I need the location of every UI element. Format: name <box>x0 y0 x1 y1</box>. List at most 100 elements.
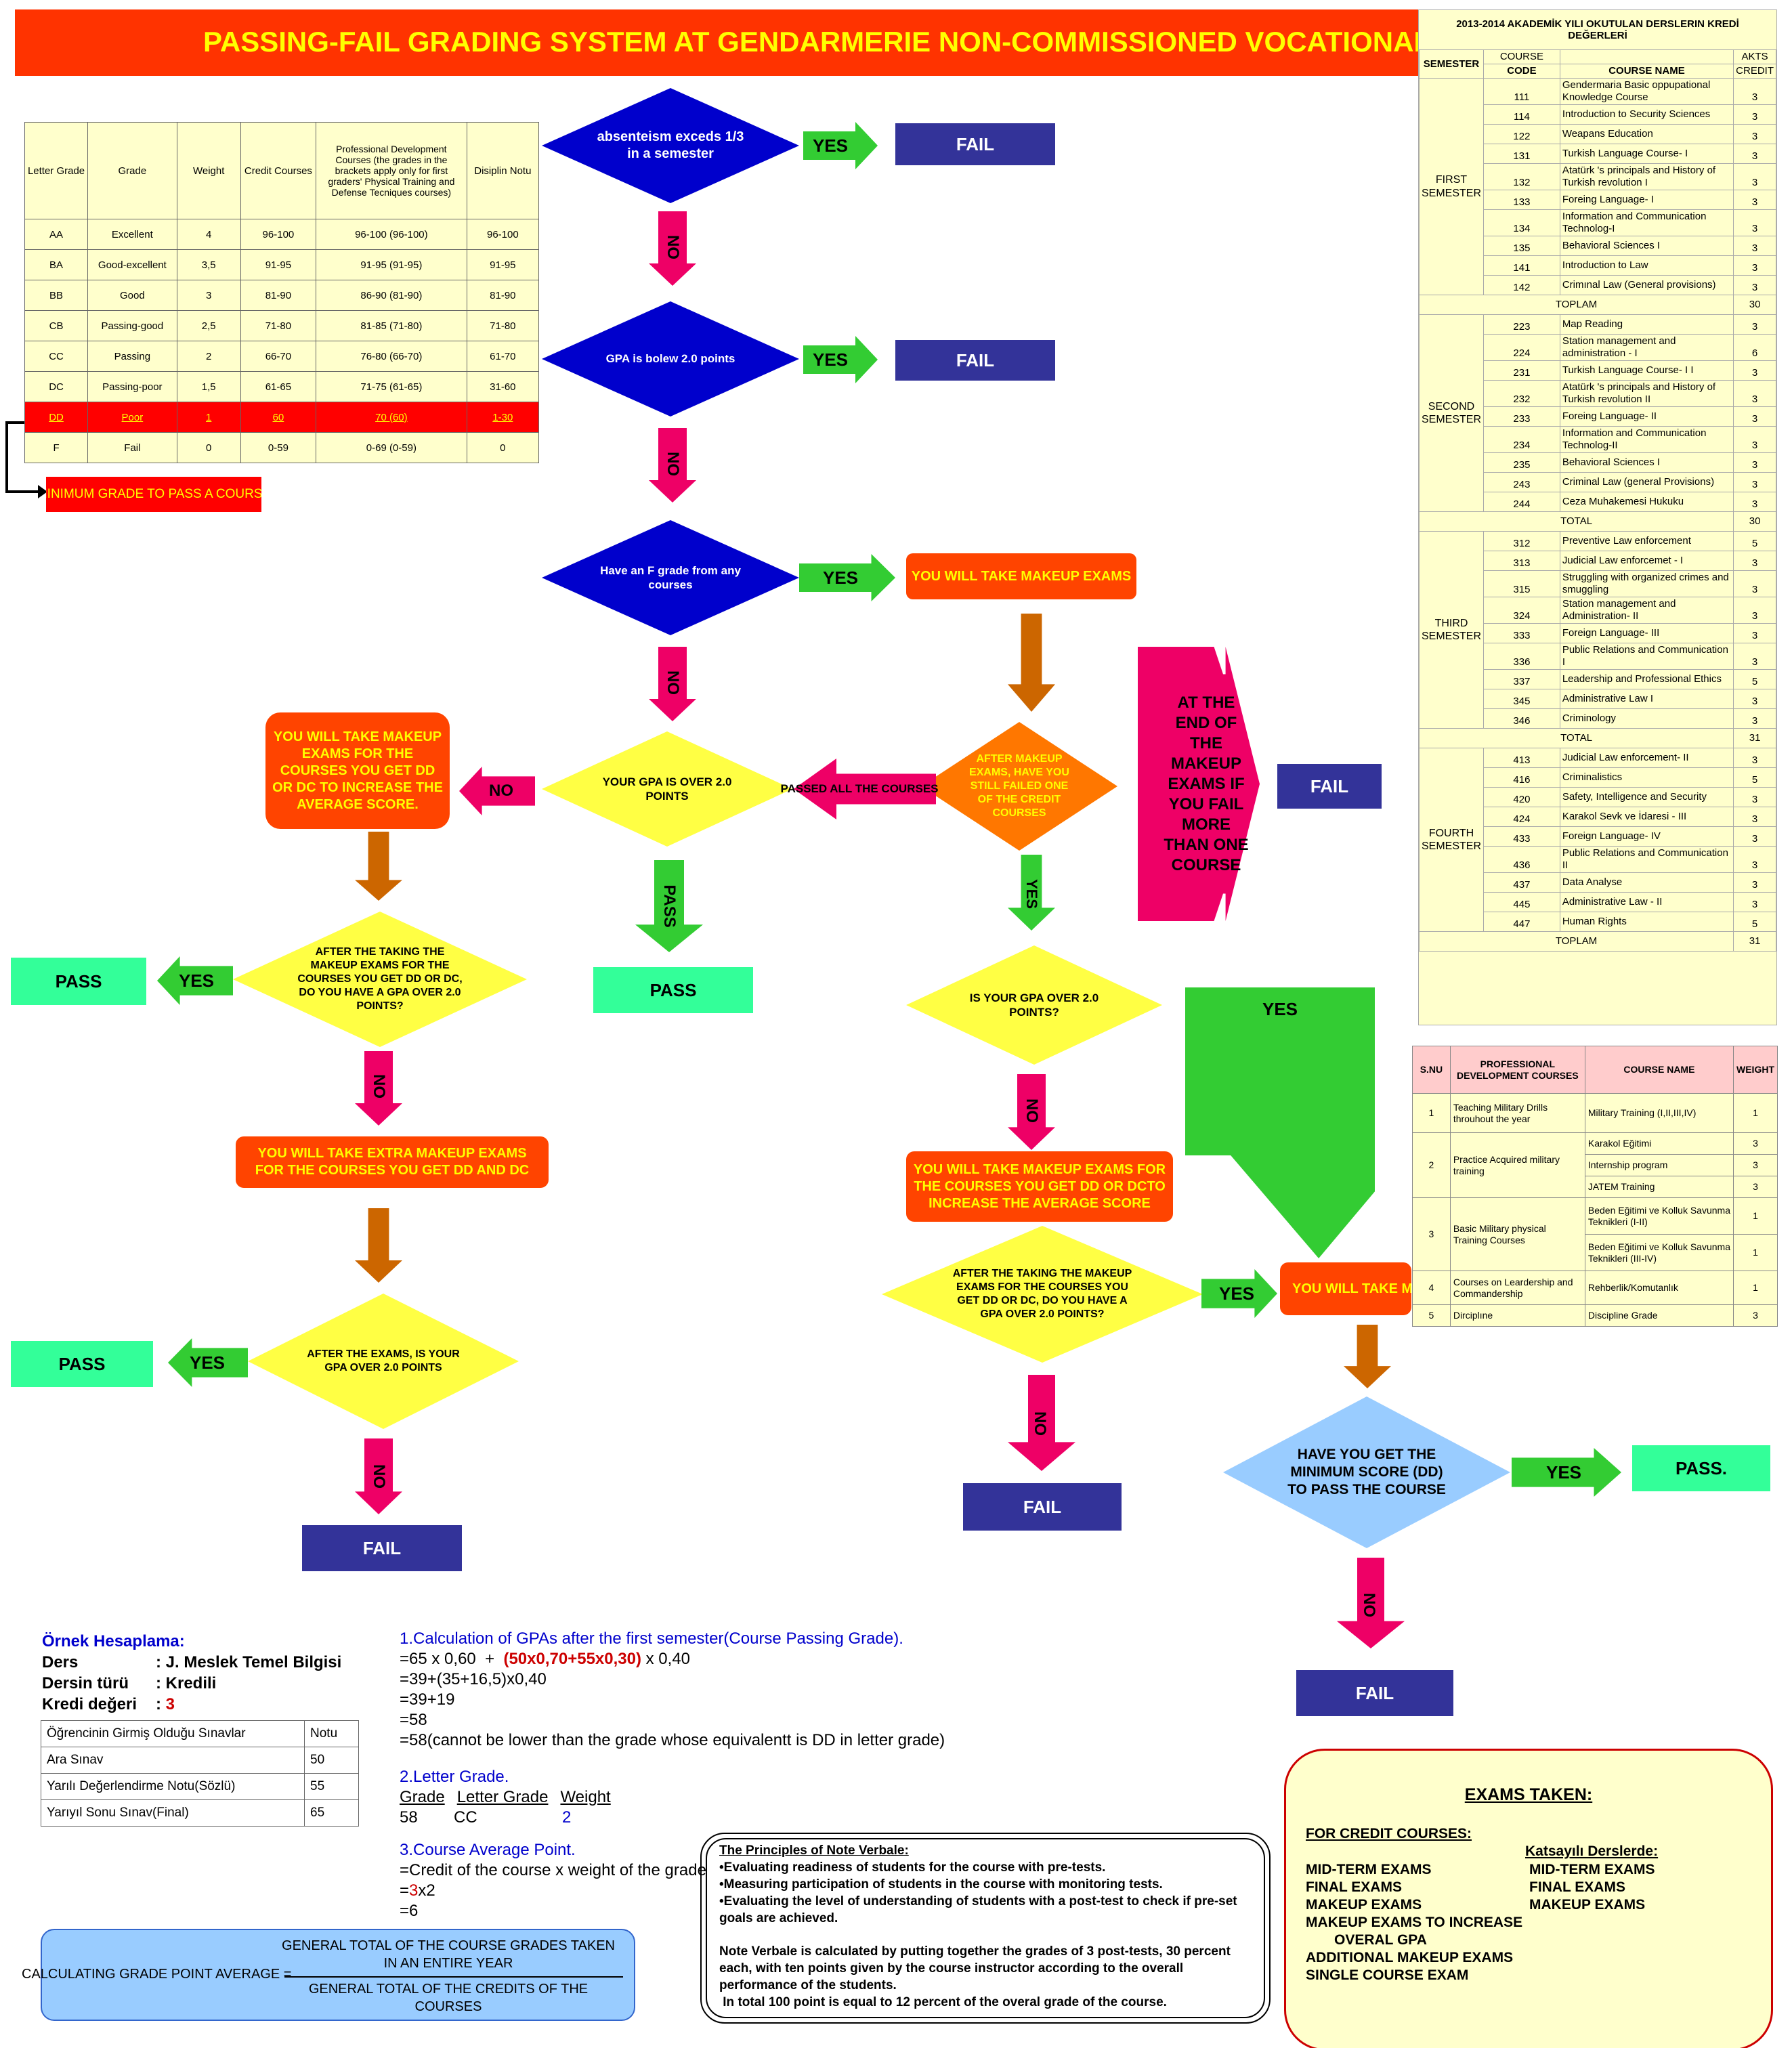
semester-total-label: TOTAL <box>1418 511 1734 532</box>
course-code: 122 <box>1483 124 1560 144</box>
calc-v-grade: 58 <box>400 1808 418 1827</box>
course-code: 235 <box>1483 452 1560 473</box>
pass-arrow-label: PASS <box>660 884 679 928</box>
th-code: CODE <box>1483 64 1560 79</box>
course-code: 337 <box>1483 669 1560 689</box>
example-score: 65 <box>304 1799 359 1827</box>
th-credit-col: CREDIT <box>1733 64 1776 79</box>
th-grade: Grade <box>87 122 177 219</box>
course-code: 345 <box>1483 689 1560 709</box>
grade-cell: 86-90 (81-90) <box>316 280 467 311</box>
course-name: Station management and administration - … <box>1559 334 1734 361</box>
pass-box-center: PASS <box>593 967 753 1013</box>
principles-inner: The Principles of Note Verbale: •Evaluat… <box>706 1838 1265 2018</box>
course-credit: 3 <box>1733 492 1776 512</box>
makeup-dcto-box: YOU WILL TAKE MAKEUP EXAMS FOR THE COURS… <box>906 1151 1173 1222</box>
decision-after-exams: AFTER THE EXAMS, IS YOUR GPA OVER 2.0 PO… <box>248 1294 519 1429</box>
credit-exam-item: MID-TERM EXAMS <box>1306 1862 1432 1877</box>
end-makeup-text: AT THE END OF THE MAKEUP EXAMS IF YOU FA… <box>1164 694 1249 874</box>
course-name: Information and Communication Technolog-… <box>1559 426 1734 453</box>
course-code: 445 <box>1483 892 1560 912</box>
pd-th-name: COURSE NAME <box>1584 1046 1734 1094</box>
gpa-formula-box <box>41 1929 635 2021</box>
credit-exam-item: OVERAL GPA <box>1334 1932 1427 1948</box>
course-credit: 3 <box>1733 275 1776 295</box>
pd-weight: 1 <box>1733 1093 1778 1133</box>
pd-course: Practice Acquired military training <box>1449 1132 1585 1198</box>
course-name: Public Relations and Communication II <box>1559 846 1734 873</box>
brown-arrow-4 <box>1344 1325 1391 1388</box>
grade-cell: 81-90 <box>466 280 540 311</box>
semester-total-value: 30 <box>1733 511 1776 532</box>
extra-makeup-box: YOU WILL TAKE EXTRA MAKEUP EXAMS FOR THE… <box>236 1136 549 1188</box>
grade-cell: DC <box>24 371 89 402</box>
pd-course-name: JATEM Training <box>1584 1176 1734 1198</box>
principles-title: The Principles of Note Verbale: <box>719 1843 909 1858</box>
credit-exam-item: MAKEUP EXAMS TO INCREASE <box>1306 1915 1523 1930</box>
grade-cell: 0-69 (0-59) <box>316 432 467 463</box>
th-akts: AKTS <box>1733 49 1776 64</box>
no-label-1: NO <box>664 235 682 259</box>
credit-exam-item: SINGLE COURSE EXAM <box>1306 1967 1469 1983</box>
course-code: 223 <box>1483 314 1560 335</box>
semester-total-label: TOTAL <box>1418 728 1734 748</box>
calc-7c: x <box>418 1881 427 1900</box>
course-credit: 3 <box>1733 360 1776 381</box>
course-code: 142 <box>1483 275 1560 295</box>
grade-cell: Excellent <box>87 219 177 250</box>
th-professional: Professional Development Courses (the gr… <box>316 122 467 219</box>
pd-table: S.NU PROFESSIONAL DEVELOPMENT COURSES CO… <box>1412 1046 1778 1327</box>
course-credit: 3 <box>1733 452 1776 473</box>
coefficient-exam-item: MAKEUP EXAMS <box>1529 1897 1646 1913</box>
fail-box-1: FAIL <box>895 123 1055 165</box>
grade-cell: 76-80 (66-70) <box>316 341 467 372</box>
gpa-formula-numerator: GENERAL TOTAL OF THE COURSE GRADES TAKEN… <box>282 1938 615 1971</box>
grade-cell: 81-85 (71-80) <box>316 310 467 341</box>
course-code: 114 <box>1483 104 1560 125</box>
course-panel: 2013-2014 AKADEMİK YILI OKUTULAN DERSLER… <box>1418 9 1777 1025</box>
course-code: 232 <box>1483 380 1560 407</box>
exams-box <box>1284 1749 1773 2048</box>
course-credit: 3 <box>1733 689 1776 709</box>
course-name: Judicial Law enforcemet - I <box>1559 551 1734 571</box>
grade-cell: 0-59 <box>240 432 317 463</box>
pd-weight: 1 <box>1733 1197 1778 1235</box>
semester-total-value: 31 <box>1733 728 1776 748</box>
course-name: Introduction to Security Sciences <box>1559 104 1734 125</box>
th-credit: Credit Courses <box>240 122 317 219</box>
yes-label-5: YES <box>1023 878 1040 910</box>
course-name: Station management and Administration- I… <box>1559 597 1734 624</box>
course-code: 131 <box>1483 144 1560 164</box>
ex-kredi-colon: : <box>156 1695 166 1713</box>
pd-no: 3 <box>1412 1197 1451 1271</box>
principles-b1: •Evaluating readiness of students for th… <box>719 1860 1106 1875</box>
course-name: Atatürk 's principals and History of Tur… <box>1559 380 1734 407</box>
course-code: 132 <box>1483 163 1560 190</box>
coefficient-exam-item: MID-TERM EXAMS <box>1529 1862 1655 1877</box>
passed-all-label: PASSED ALL THE COURSES <box>780 782 939 795</box>
course-code: 312 <box>1483 531 1560 551</box>
gpa-formula-denominator: GENERAL TOTAL OF THE CREDITS OF THE COUR… <box>308 1982 589 2014</box>
course-name: Criminal Law (general Provisions) <box>1559 472 1734 492</box>
course-code: 433 <box>1483 826 1560 847</box>
grade-cell: 81-90 <box>240 280 317 311</box>
grade-cell: 1 <box>176 402 241 433</box>
ex-th-1: Öğrencinin Girmiş Olduğu Sınavlar <box>41 1720 305 1747</box>
minimum-grade-note: MINIMUM GRADE TO PASS A COURSE <box>46 477 261 512</box>
gpa-formula-line <box>284 1976 623 1978</box>
th-discipline: Disiplin Notu <box>466 122 540 219</box>
